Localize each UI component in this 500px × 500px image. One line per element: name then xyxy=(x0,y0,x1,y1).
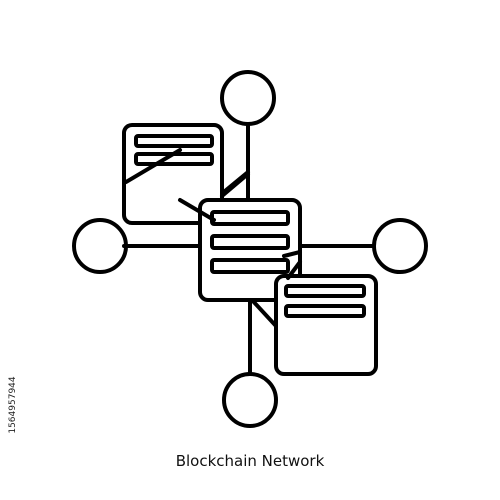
node-left xyxy=(72,218,128,274)
node-right xyxy=(372,218,428,274)
diagram-caption: Blockchain Network xyxy=(175,452,325,470)
block-center xyxy=(198,198,302,302)
stock-id-label: 1564957944 xyxy=(8,376,18,434)
node-top xyxy=(220,70,276,126)
overlay-links xyxy=(178,172,302,280)
link-center-lower xyxy=(250,298,278,328)
block-bottom-right xyxy=(274,274,378,376)
node-bottom xyxy=(222,372,278,428)
block-top-left xyxy=(122,123,224,225)
